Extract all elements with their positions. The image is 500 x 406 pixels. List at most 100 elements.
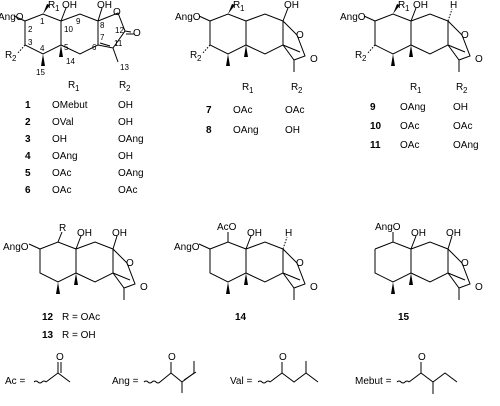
- legend-ac-label: Ac =: [5, 376, 25, 387]
- legend-val-chain: [269, 372, 319, 383]
- r1-value-1: OMebut: [52, 100, 88, 111]
- hash-h: [282, 236, 288, 250]
- legend-ac-o: O: [56, 352, 64, 363]
- bond-r: [57, 231, 63, 243]
- compound-id-10: 10: [370, 121, 382, 132]
- label-r2: R: [355, 50, 362, 61]
- wedge-methyl: [226, 54, 230, 66]
- col-r1-header-sub: 1: [75, 84, 80, 93]
- legend-mebut-o: O: [418, 352, 426, 363]
- bond-oh1: [75, 235, 82, 250]
- legend-val-label: Val =: [230, 376, 252, 387]
- label-ring-o: O: [296, 30, 304, 41]
- label-h: H: [450, 0, 457, 11]
- r1-value-3: OH: [52, 134, 67, 145]
- double-bond: [282, 44, 301, 53]
- col-r1-header: R: [242, 82, 249, 93]
- legend-val-o: O: [279, 352, 287, 363]
- bond-oh: [245, 235, 252, 250]
- wedge-r1: [393, 4, 400, 14]
- bond-c2-o: [198, 15, 211, 22]
- label-oh1: OH: [77, 228, 92, 239]
- label-r1-sub: 1: [405, 4, 410, 13]
- r2-value-7: OAc: [285, 105, 304, 116]
- label-r2-sub: 2: [197, 54, 202, 63]
- bond-c10-oh: [60, 7, 67, 22]
- locant-6: 6: [92, 43, 97, 52]
- label-ango: AngO: [340, 12, 366, 23]
- r1-value-4: OAng: [52, 151, 78, 162]
- bond-oh: [282, 7, 289, 22]
- double-bond-c7-c8: [99, 42, 111, 47]
- ring-a-bonds: [209, 241, 247, 283]
- locant-2: 2: [28, 25, 33, 34]
- label-r1: R: [398, 0, 405, 11]
- wedge-methyl-2: [409, 45, 413, 57]
- bond-oh1: [410, 235, 417, 250]
- legend-ang-wavy: [143, 380, 161, 384]
- legend-ac-bonds: [45, 372, 71, 383]
- legend-mebut-chain: [408, 372, 458, 383]
- locant-9: 9: [76, 17, 81, 26]
- double-bond: [112, 272, 131, 281]
- compound-id-13: 13: [42, 330, 54, 341]
- wedge-c15: [41, 54, 45, 66]
- wedge-methyl: [226, 282, 230, 294]
- r2-value-2: OH: [118, 117, 133, 128]
- wedge-methyl-2: [74, 273, 78, 285]
- r2-value-10: OAc: [453, 121, 472, 132]
- bond-o: [198, 243, 211, 250]
- bond-c11-c13: [112, 47, 119, 63]
- col-r1-header-sub: 1: [249, 86, 254, 95]
- legend-mebut-wavy: [396, 380, 410, 384]
- col-r2-header-sub: 2: [463, 86, 468, 95]
- lactone-ring-bonds: [112, 248, 136, 289]
- wedge-methyl-2: [409, 273, 413, 285]
- compound-id-7: 7: [206, 105, 212, 116]
- double-bond: [447, 44, 466, 53]
- label-ango: AngO: [174, 242, 200, 253]
- r1-value-5: OAc: [52, 168, 71, 179]
- label-r2-sub: 2: [362, 54, 367, 63]
- compound-id-2: 2: [25, 117, 31, 128]
- compound-id-11: 11: [370, 140, 381, 151]
- label-ring-o: O: [296, 258, 304, 269]
- compound-id-14: 14: [235, 312, 247, 323]
- r2-value-8: OH: [285, 125, 300, 136]
- locant-12: 12: [115, 26, 124, 35]
- r2-value-1: OH: [118, 100, 133, 111]
- compound-id-9: 9: [370, 102, 376, 113]
- label-ring-o: O: [461, 258, 469, 269]
- bond-oh2: [112, 235, 118, 250]
- col-r1-header-sub: 1: [417, 86, 422, 95]
- label-ring-o: O: [113, 7, 121, 18]
- lactone-ring-bonds: [447, 248, 471, 289]
- lactone-ring-bonds: [282, 20, 306, 61]
- legend-ang-dbl: [183, 371, 197, 381]
- col-r2-header: R: [119, 80, 126, 91]
- compound-id-5: 5: [25, 168, 31, 179]
- r2-value-3: OAng: [118, 134, 144, 145]
- label-r2-sub: 2: [12, 54, 17, 63]
- compound-id-6: 6: [25, 185, 31, 196]
- label-oh2: OH: [112, 228, 127, 239]
- locant-4: 4: [40, 44, 45, 53]
- col-r1-header: R: [410, 82, 417, 93]
- lactone-ring-bonds: [282, 248, 306, 289]
- legend-ang-o: O: [168, 352, 176, 363]
- legend: Ac = O Ang = O Val = O Mebut = O: [5, 352, 458, 394]
- label-r1-sub: 1: [240, 4, 245, 13]
- r2-value-11: OAng: [453, 140, 479, 151]
- label-oh: OH: [247, 228, 262, 239]
- bond-c12-o: [124, 30, 132, 33]
- r2-value-9: OH: [453, 102, 468, 113]
- legend-mebut-label: Mebut =: [355, 376, 392, 387]
- label-carbonyl-o: O: [140, 282, 148, 293]
- r1-value-10: OAc: [400, 121, 419, 132]
- bond-c2-o: [363, 15, 376, 22]
- wedge-methyl-2: [244, 273, 248, 285]
